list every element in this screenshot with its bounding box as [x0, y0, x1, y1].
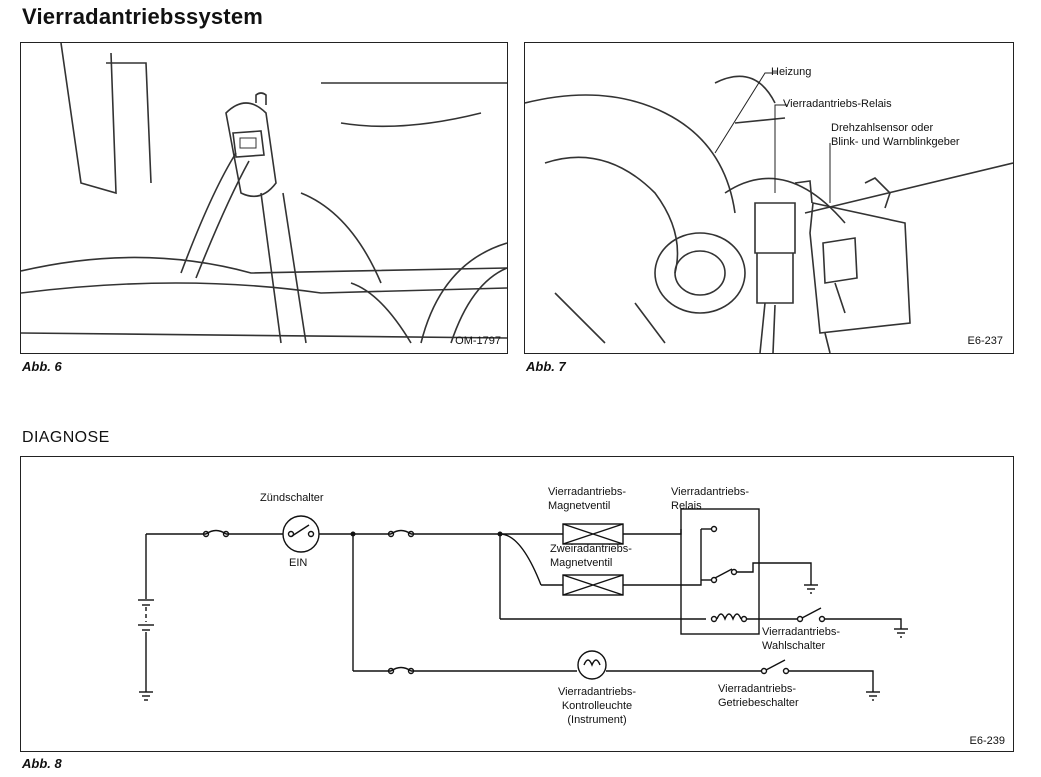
label-ignition-switch: Zündschalter [260, 492, 324, 504]
label-selector-line2: Wahlschalter [762, 640, 826, 652]
callout-sensor-line2: Blink- und Warnblinkgeber [831, 136, 960, 148]
label-2wd-valve-line1: Zweiradantriebs- [550, 543, 632, 555]
figure-8-wiring-diagram: Zündschalter EIN Vierradantriebs- Magnet… [20, 456, 1014, 752]
label-on: EIN [289, 557, 308, 569]
label-lamp-line3: (Instrument) [567, 714, 627, 726]
label-2wd-valve-line2: Magnetventil [550, 557, 613, 569]
label-4wd-valve-line1: Vierradantriebs- [548, 486, 627, 498]
shift-lever-illustration [21, 43, 507, 344]
figure-6-caption: Abb. 6 [22, 359, 62, 374]
label-4wd-valve-line2: Magnetventil [548, 500, 611, 512]
figure-7-code: E6-237 [967, 335, 1003, 347]
callout-sensor-line1: Drehzahlsensor oder [831, 122, 934, 134]
callout-4wd-relay: Vierradantriebs-Relais [783, 98, 892, 110]
figure-6-code: OM-1797 [455, 335, 501, 347]
label-transfer-line1: Vierradantriebs- [718, 683, 797, 695]
callout-heating: Heizung [771, 66, 812, 78]
figure-7-caption: Abb. 7 [526, 359, 566, 374]
figure-8-caption: Abb. 8 [22, 756, 62, 771]
label-relay-line2: Relais [671, 500, 702, 512]
wiring-schematic [138, 508, 908, 701]
figure-7-image: Heizung Vierradantriebs-Relais Drehzahls… [524, 42, 1014, 354]
page-title: Vierradantriebssystem [22, 4, 264, 29]
label-selector-line1: Vierradantriebs- [762, 626, 841, 638]
label-relay-line1: Vierradantriebs- [671, 486, 750, 498]
relay-location-illustration [525, 72, 1013, 353]
section-heading: DIAGNOSE [22, 429, 110, 446]
figure-8-code: E6-239 [969, 735, 1005, 747]
figure-6-image: OM-1797 [20, 42, 508, 354]
label-transfer-line2: Getriebeschalter [718, 697, 799, 709]
label-lamp-line2: Kontrolleuchte [561, 700, 633, 712]
label-lamp-line1: Vierradantriebs- [557, 686, 637, 698]
